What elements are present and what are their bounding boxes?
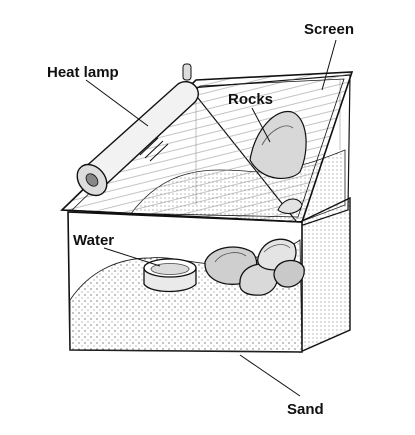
label-screen: Screen (304, 21, 354, 38)
heat-lamp (76, 63, 199, 197)
rock-pile (204, 238, 305, 296)
label-rocks: Rocks (228, 91, 273, 108)
water-leader-line (103, 247, 161, 267)
heat-lamp-leader-line (85, 79, 149, 127)
water-dish (143, 258, 197, 293)
screen-leader-line (321, 39, 337, 91)
label-water: Water (73, 232, 114, 249)
label-sand: Sand (287, 401, 324, 418)
rock-small (277, 198, 303, 214)
tank-right-wall (299, 196, 351, 354)
rocks-leader-line (251, 107, 271, 143)
label-heat-lamp: Heat lamp (47, 64, 119, 81)
rock-back (249, 111, 307, 179)
sand-leader-line (239, 354, 301, 397)
